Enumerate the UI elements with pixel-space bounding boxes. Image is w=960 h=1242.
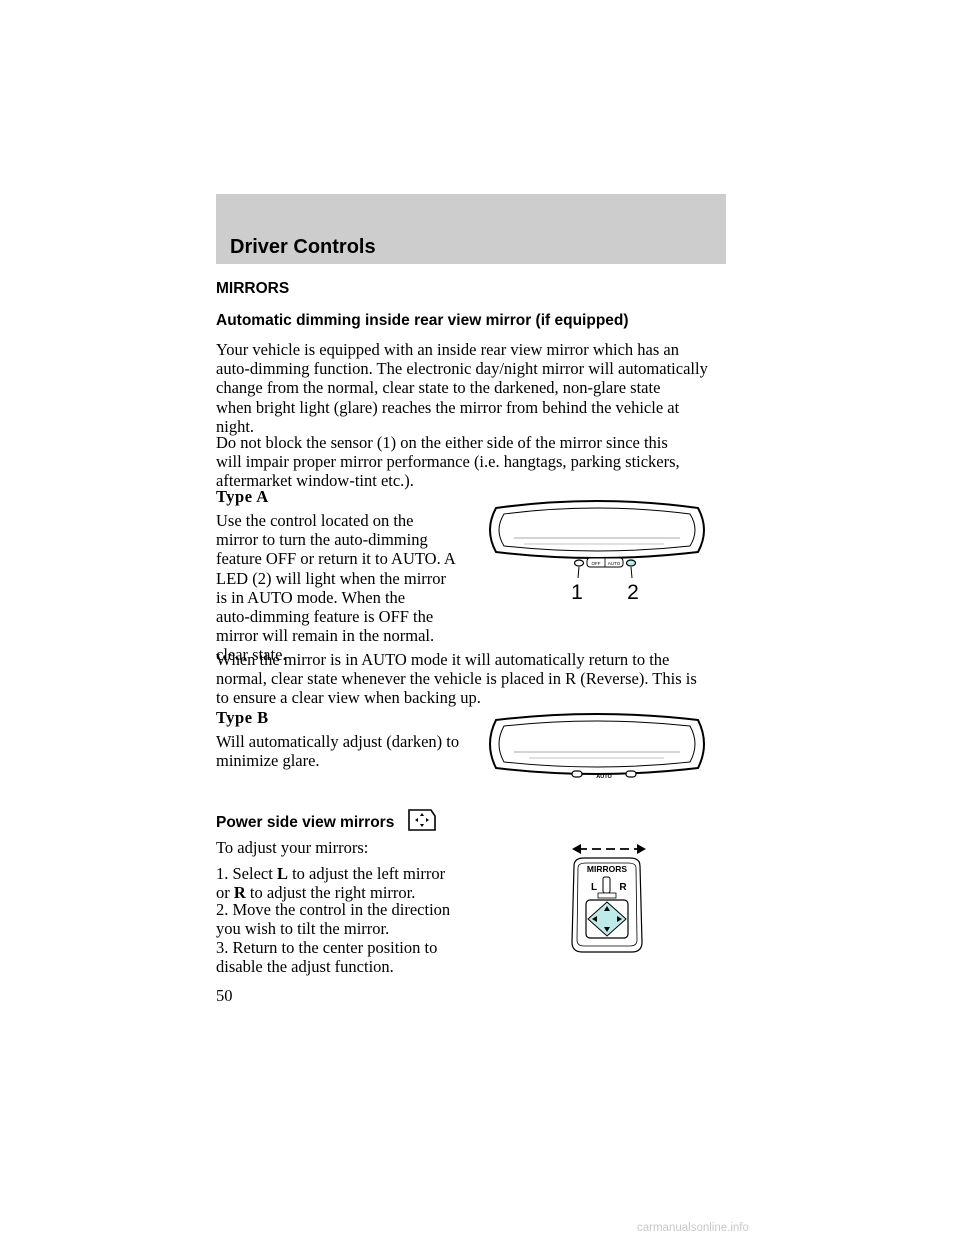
type-b-heading: Type B	[216, 708, 269, 727]
svg-text:MIRRORS: MIRRORS	[587, 864, 627, 874]
auto-dimming-paragraph-2: Do not block the sensor (1) on the eithe…	[216, 433, 680, 491]
type-a-mirror-illustration: OFF AUTO 1 2	[489, 500, 705, 604]
type-a-heading: Type A	[216, 487, 269, 506]
power-mirrors-step-1: 1. Select L to adjust the left mirror or…	[216, 864, 446, 903]
svg-text:AUTO: AUTO	[596, 774, 612, 780]
svg-text:AUTO: AUTO	[608, 561, 621, 566]
type-a-paragraph-after: When the mirror is in AUTO mode it will …	[216, 650, 697, 708]
auto-dimming-paragraph-1: Your vehicle is equipped with an inside …	[216, 340, 708, 436]
auto-dimming-heading: Automatic dimming inside rear view mirro…	[216, 312, 629, 329]
type-b-paragraph: Will automatically adjust (darken) to mi…	[216, 732, 460, 771]
section-header-title: Driver Controls	[230, 236, 376, 258]
svg-text:OFF: OFF	[592, 561, 601, 566]
power-mirrors-step-2: 2. Move the control in the direction you…	[216, 900, 451, 939]
power-mirrors-step-3: 3. Return to the center position to disa…	[216, 938, 438, 977]
svg-text:R: R	[619, 882, 627, 893]
section-header-bar: Driver Controls	[216, 194, 726, 264]
mirror-control-icon	[408, 809, 436, 831]
type-b-mirror-illustration: AUTO	[489, 713, 705, 780]
type-a-paragraph: Use the control located on the mirror to…	[216, 511, 456, 665]
sensor-icon	[573, 559, 585, 567]
power-mirrors-heading: Power side view mirrors	[216, 814, 395, 831]
led-icon	[625, 559, 637, 567]
section-title: MIRRORS	[216, 280, 290, 297]
power-mirror-switch-illustration: MIRRORS L R	[571, 844, 646, 953]
page-number: 50	[216, 986, 233, 1005]
callout-2: 2	[627, 581, 639, 604]
callout-1: 1	[571, 581, 583, 604]
footer-watermark: carmanualsonline.info	[637, 1222, 749, 1234]
svg-text:L: L	[591, 882, 597, 893]
power-mirrors-intro: To adjust your mirrors:	[216, 838, 369, 857]
